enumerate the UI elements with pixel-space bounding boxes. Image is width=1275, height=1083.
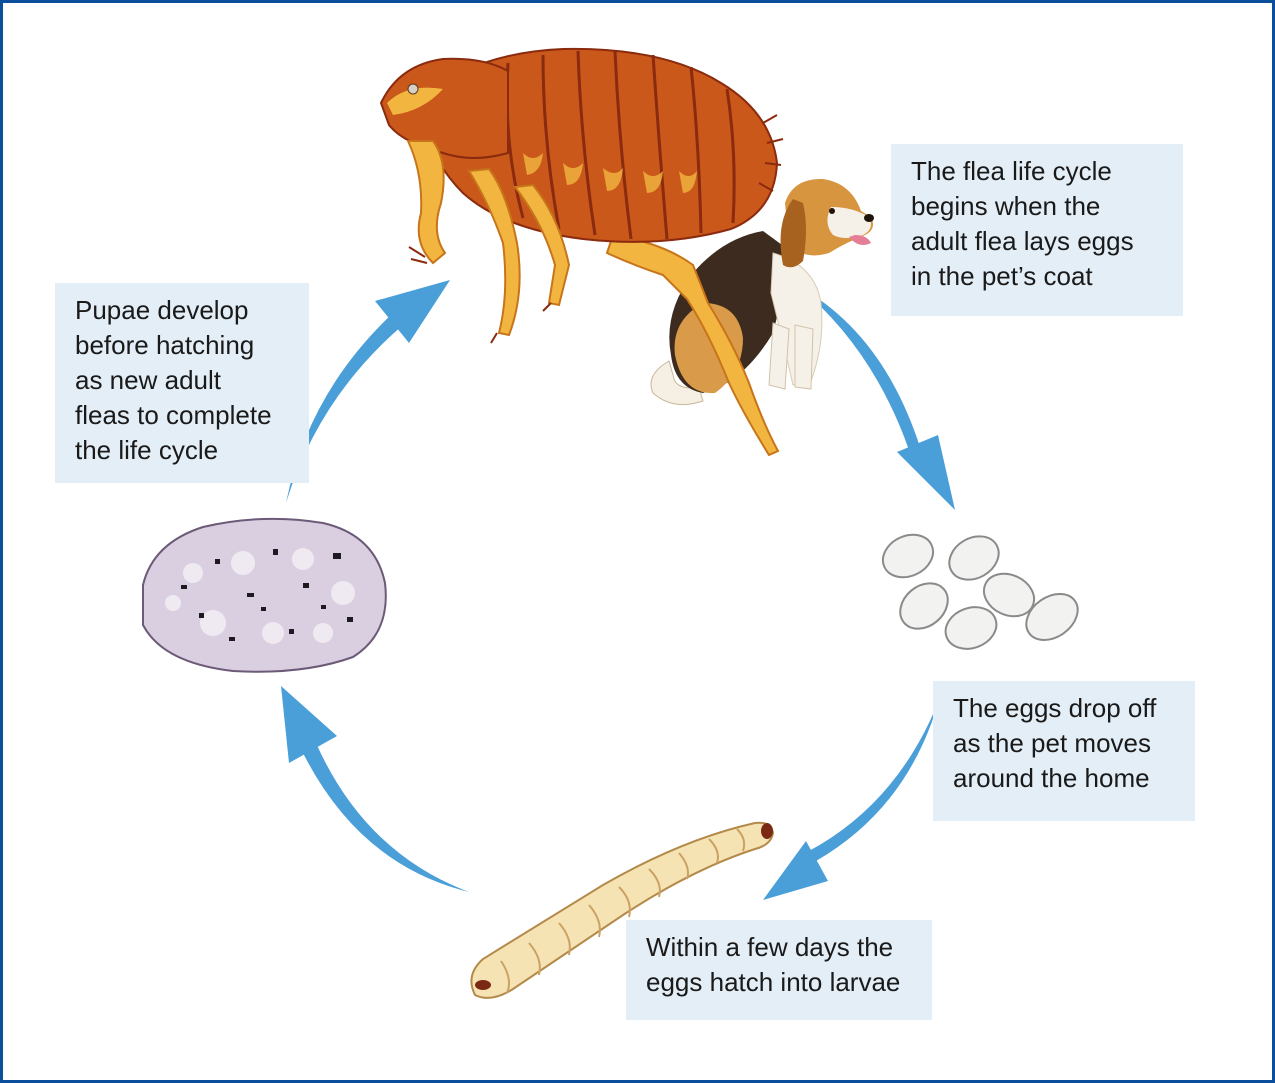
- flea-pupa-cocoon-illustration: [142, 517, 387, 673]
- caption-eggs-drop: The eggs drop off as the pet moves aroun…: [933, 681, 1195, 821]
- caption-line: begins when the: [911, 191, 1101, 221]
- arrow-pupa-to-adult: [286, 280, 450, 503]
- flea-life-cycle-artwork: [142, 47, 1079, 999]
- arrow-larva-to-pupa: [281, 686, 469, 892]
- caption-larvae-hatch: Within a few days the eggs hatch into la…: [626, 920, 932, 1020]
- flea-larva-illustration: [470, 821, 775, 999]
- caption-line: fleas to complete: [75, 400, 272, 430]
- caption-line: before hatching: [75, 330, 255, 360]
- caption-pupae-develop: Pupae develop before hatching as new adu…: [55, 283, 309, 483]
- caption-line: in the pet’s coat: [911, 261, 1093, 291]
- cycle-arrows: [281, 280, 955, 900]
- flea-illustration: [379, 47, 784, 457]
- caption-line: as new adult: [75, 365, 221, 395]
- caption-line: the life cycle: [75, 435, 219, 465]
- arrow-pet-to-eggs: [798, 286, 955, 510]
- caption-line: The eggs drop off: [953, 693, 1157, 723]
- caption-line: as the pet moves: [953, 728, 1151, 758]
- caption-adult-lays-eggs: The flea life cycle begins when the adul…: [891, 144, 1183, 316]
- caption-line: adult flea lays eggs: [911, 226, 1134, 256]
- caption-line: around the home: [953, 763, 1150, 793]
- caption-line: Within a few days the: [646, 932, 894, 962]
- arrow-eggs-to-larva: [763, 700, 939, 900]
- caption-line: Pupae develop: [75, 295, 249, 325]
- caption-line: The flea life cycle: [911, 156, 1112, 186]
- flea-eggs-illustration: [881, 533, 1079, 650]
- caption-line: eggs hatch into larvae: [646, 967, 901, 997]
